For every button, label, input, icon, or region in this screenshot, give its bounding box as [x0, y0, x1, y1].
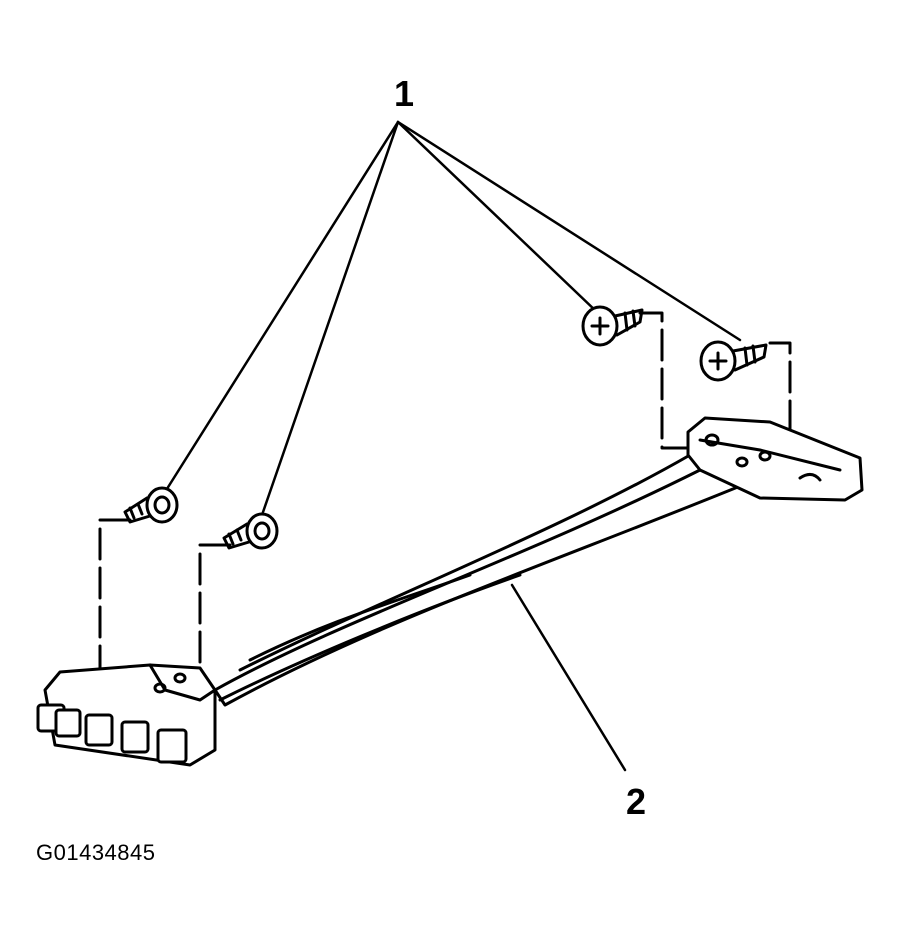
left-pad-4: [156, 728, 188, 764]
screw-right-front: [699, 340, 768, 382]
callout-label-fasteners: 1: [394, 73, 415, 114]
callout-label-brace: 2: [626, 781, 647, 822]
screw-right-rear: [581, 305, 644, 347]
left-pad-3: [120, 720, 150, 754]
callout-1-leader-lines: [163, 120, 742, 517]
left-pad-2: [84, 713, 114, 747]
brace: [36, 416, 864, 767]
screw-left-front: [222, 512, 279, 550]
screw-left-rear: [123, 486, 179, 524]
callout-2-leader-line: [510, 583, 627, 772]
figure-id: G01434845: [36, 840, 156, 865]
